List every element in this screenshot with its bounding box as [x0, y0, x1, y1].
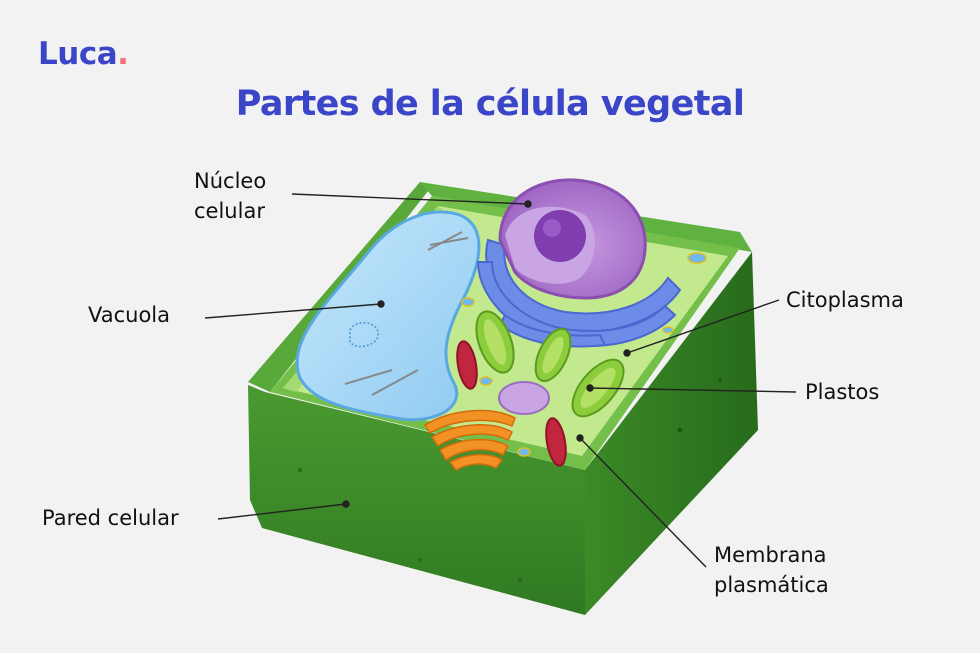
vesicle: [498, 381, 550, 415]
luca-logo: Luca.: [38, 36, 129, 72]
nucleus: [498, 178, 647, 300]
leader-lines: [204, 193, 797, 568]
page-title: Partes de la célula vegetal: [235, 84, 745, 124]
logo-dot: .: [117, 36, 129, 72]
label-nucleo-line1: Núcleo: [194, 169, 267, 193]
logo-text: Luca: [38, 36, 118, 72]
golgi-apparatus: [423, 409, 516, 471]
vacuole: [295, 210, 481, 422]
chloroplast: [534, 327, 572, 383]
chloroplast: [475, 310, 515, 374]
label-nucleo-line2: celular: [194, 199, 265, 223]
label-plastos: Plastos: [805, 380, 880, 404]
label-membrana-plasmatica: Membrana plasmática: [714, 540, 829, 600]
label-nucleo-celular: Núcleo celular: [194, 166, 266, 226]
endoplasmic-reticulum: [476, 238, 682, 348]
granules: [461, 252, 707, 457]
label-pared-celular: Pared celular: [42, 506, 179, 530]
mitochondria: [456, 340, 567, 467]
label-membrana-line2: plasmática: [714, 573, 829, 597]
label-vacuola: Vacuola: [88, 303, 171, 327]
label-citoplasma: Citoplasma: [786, 288, 904, 312]
label-membrana-line1: Membrana: [714, 543, 827, 567]
